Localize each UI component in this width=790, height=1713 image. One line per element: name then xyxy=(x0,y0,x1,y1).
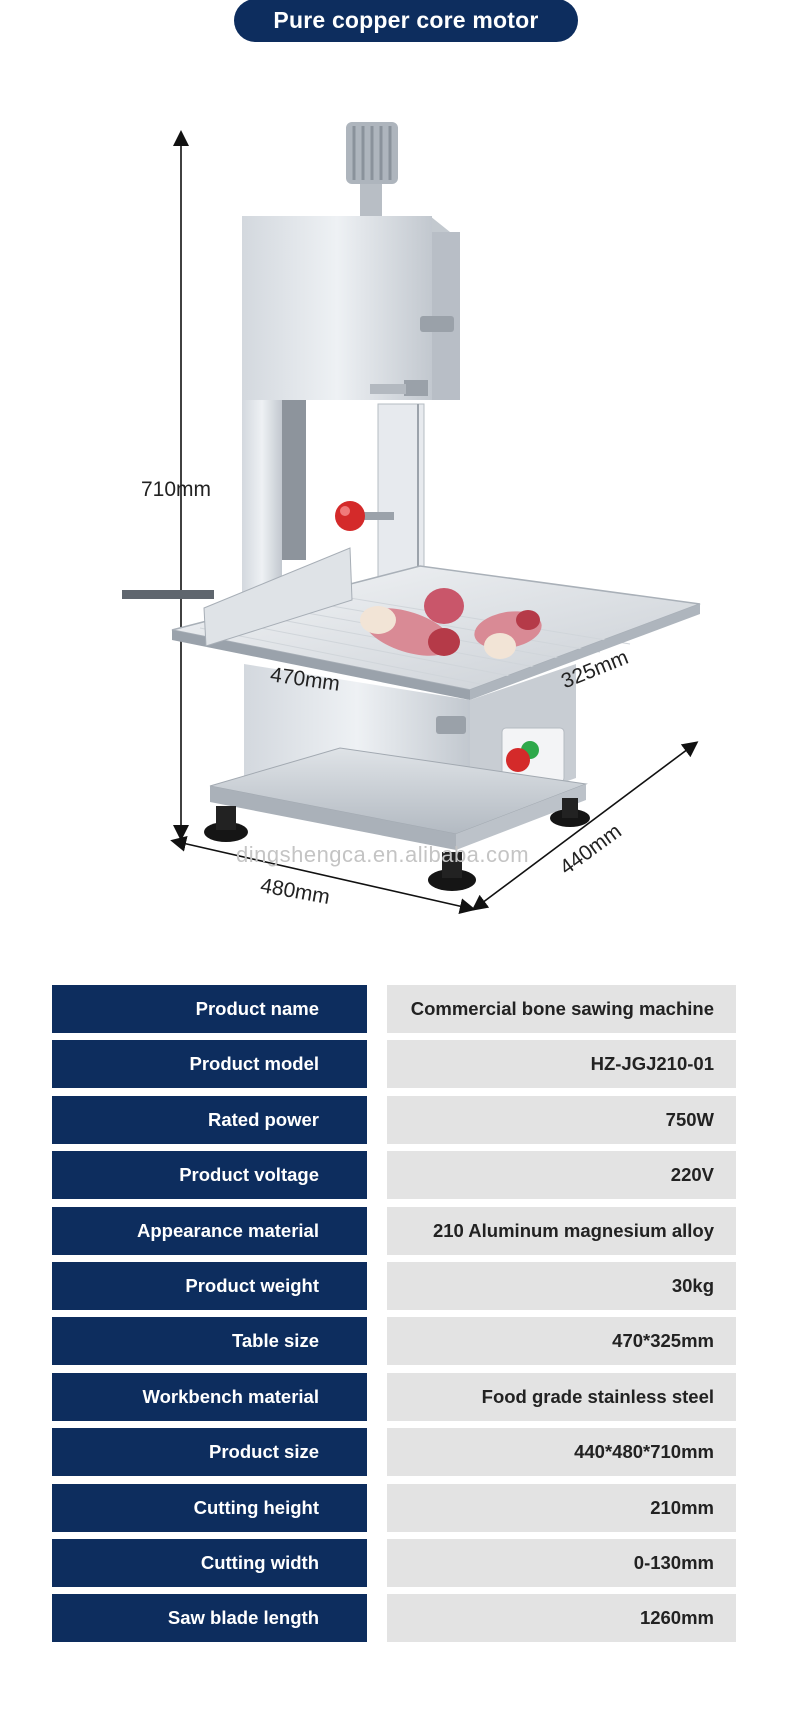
spec-value: HZ-JGJ210-01 xyxy=(387,1040,736,1089)
spec-label: Appearance material xyxy=(52,1206,367,1255)
spec-label: Cutting height xyxy=(52,1483,367,1532)
spec-value: 470*325mm xyxy=(387,1317,736,1366)
spec-label: Product weight xyxy=(52,1262,367,1310)
spec-value: 210 Aluminum magnesium alloy xyxy=(387,1206,736,1255)
spec-row: Product size 440*480*710mm xyxy=(52,1428,736,1477)
spec-value: 0-130mm xyxy=(387,1539,736,1587)
spec-label: Product size xyxy=(52,1428,367,1477)
red-lever-knob xyxy=(335,501,365,531)
watermark: dingshengca.en.alibaba.com xyxy=(236,842,530,867)
spec-row: Rated power 750W xyxy=(52,1095,736,1144)
spec-label: Cutting width xyxy=(52,1539,367,1587)
spec-row: Appearance material 210 Aluminum magnesiu… xyxy=(52,1206,736,1255)
spec-value: 1260mm xyxy=(387,1594,736,1643)
spec-value: 30kg xyxy=(387,1262,736,1310)
spec-row: Cutting width 0-130mm xyxy=(52,1539,736,1587)
spec-row: Table size 470*325mm xyxy=(52,1317,736,1366)
spec-row: Workbench material Food grade stainless s… xyxy=(52,1372,736,1421)
product-illustration xyxy=(122,122,701,915)
spec-value: 440*480*710mm xyxy=(387,1428,736,1477)
spec-label: Rated power xyxy=(52,1095,367,1144)
spec-row: Product weight 30kg xyxy=(52,1262,736,1310)
spec-label: Product model xyxy=(52,1040,367,1089)
foot xyxy=(204,822,248,842)
spec-label: Workbench material xyxy=(52,1372,367,1421)
spec-value: 750W xyxy=(387,1095,736,1144)
base-width-dimension-line xyxy=(170,835,476,915)
foot xyxy=(428,869,476,891)
bone-meat xyxy=(360,588,542,659)
spec-value: Commercial bone sawing machine xyxy=(387,985,736,1033)
spec-row: Product voltage 220V xyxy=(52,1151,736,1200)
spec-label: Table size xyxy=(52,1317,367,1366)
red-stop-button xyxy=(506,748,530,772)
base-depth-dimension-line xyxy=(471,741,699,911)
spec-value: 210mm xyxy=(387,1483,736,1532)
spec-row: Cutting height 210mm xyxy=(52,1483,736,1532)
header-badge: Pure copper core motor xyxy=(234,0,578,42)
spec-row: Product model HZ-JGJ210-01 xyxy=(52,1040,736,1089)
spec-value: 220V xyxy=(387,1151,736,1200)
spec-value: Food grade stainless steel xyxy=(387,1372,736,1421)
spec-label: Saw blade length xyxy=(52,1594,367,1643)
spec-row: Saw blade length 1260mm xyxy=(52,1594,736,1643)
spec-label: Product voltage xyxy=(52,1151,367,1200)
side-rod xyxy=(122,590,214,599)
spec-row: Product name Commercial bone sawing machi… xyxy=(52,985,736,1033)
side-fence xyxy=(203,547,353,647)
spec-label: Product name xyxy=(52,985,367,1033)
height-label: 710mm xyxy=(141,478,212,501)
